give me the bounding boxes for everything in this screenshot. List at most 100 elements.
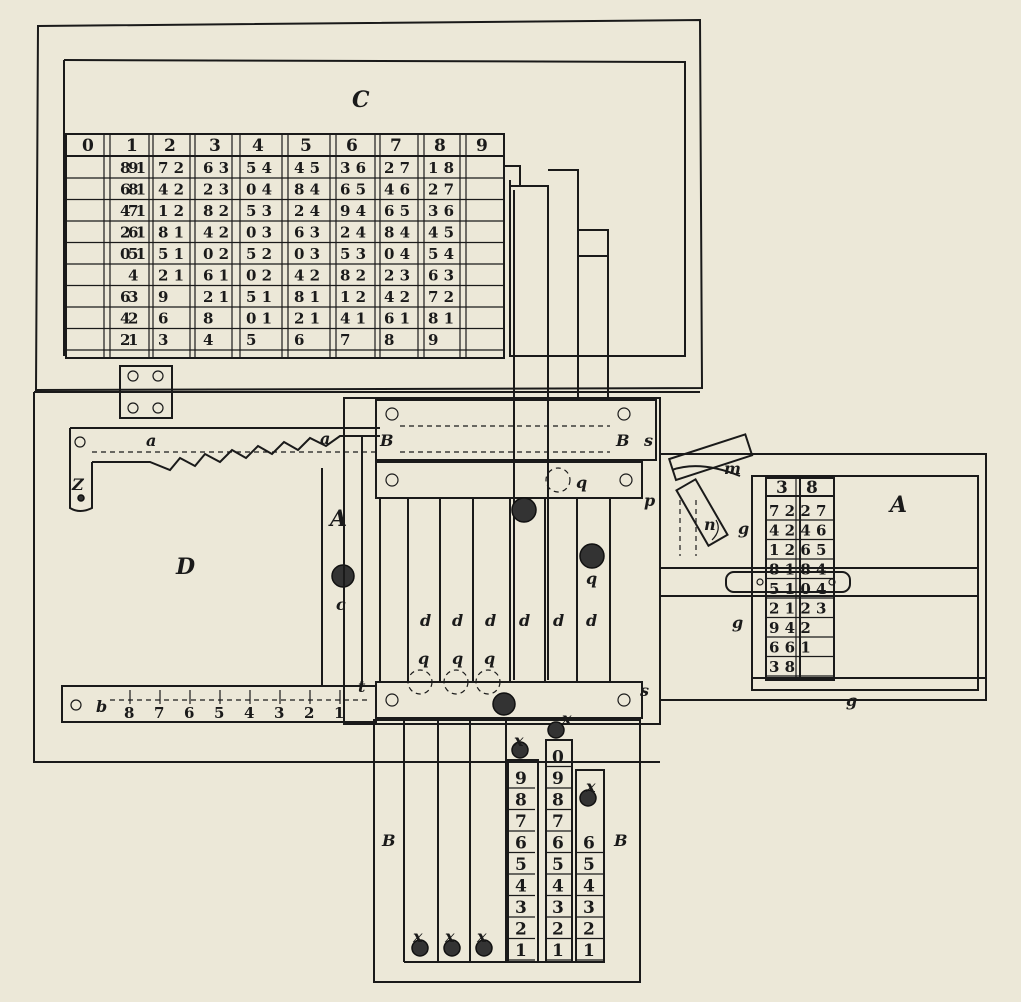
table-C-cell: 8 1	[158, 224, 184, 242]
label-d-5: d	[553, 611, 564, 630]
counter-digit: 8	[552, 791, 564, 811]
label-x-4: x	[412, 927, 423, 946]
label-A-left: A	[328, 506, 347, 532]
table-C-cell: 7	[340, 331, 350, 349]
label-t: t	[358, 677, 366, 696]
table-C-cell: 3 6	[428, 202, 454, 220]
table-C-cell: 0 4	[384, 245, 410, 263]
table-C-cell: 6 3	[294, 224, 320, 242]
table-C-cell: 6	[158, 310, 168, 328]
table-C-cell: 2 4	[294, 202, 320, 220]
label-m: m	[724, 459, 741, 478]
scale-b-digit: 1	[334, 704, 344, 722]
table-C-cell: 2 3	[384, 267, 410, 285]
table-C-cell: 4 5	[428, 224, 454, 242]
table-C-cell: 2 3	[203, 181, 229, 199]
scale-b-digit: 2	[304, 704, 314, 722]
table-C-cell: 8 1	[294, 288, 320, 306]
table-C-cell: 4 2	[294, 267, 320, 285]
table-A-row: 9 4 2	[769, 619, 811, 637]
counter-digit: 5	[515, 855, 527, 875]
counter-digit: 4	[583, 877, 595, 897]
table-C-cell: 0 1	[246, 310, 272, 328]
table-C-cell: 0 4	[246, 181, 272, 199]
table-A-row: 7 2 2 7	[769, 502, 826, 520]
label-s-bottom: s	[639, 681, 649, 700]
table-C-cell: 1 2	[158, 202, 184, 220]
table-A-row: 8 1 8 4	[769, 561, 826, 579]
counter-digit: 6	[552, 834, 564, 854]
lower-frame-B	[373, 719, 641, 983]
table-C-cell: 0 2	[246, 267, 272, 285]
rack-bar-a	[69, 427, 380, 512]
scale-b-digit: 3	[274, 704, 284, 722]
table-C-cell: 6 1	[384, 310, 410, 328]
counter-digit: 3	[583, 898, 595, 918]
label-Z: Z	[71, 475, 85, 494]
table-C-cell: 5 1	[158, 245, 184, 263]
label-d-4: d	[519, 611, 530, 630]
table-C-cell: 8 1	[120, 159, 146, 177]
label-B-top-left: B	[379, 431, 394, 450]
label-b: b	[96, 697, 107, 716]
label-g-2: g	[732, 613, 743, 632]
slide-A-left	[321, 436, 363, 686]
table-C-cell: 5	[128, 245, 138, 263]
label-d-2: d	[452, 611, 463, 630]
table-C-header: 0	[82, 136, 94, 156]
label-n: n	[704, 515, 716, 534]
label-B-bottom-left: B	[381, 831, 396, 850]
table-C-cell: 4 5	[294, 159, 320, 177]
table-C-cell: 8 2	[340, 267, 366, 285]
table-C-cell: 8 2	[203, 202, 229, 220]
table-C-cell: 8 1	[428, 310, 454, 328]
label-g-1: g	[738, 519, 749, 538]
table-C-cell: 4	[120, 310, 130, 328]
table-C-cell: 6	[120, 288, 130, 306]
label-p: p	[644, 491, 655, 510]
scale-b-digit: 6	[184, 704, 194, 722]
table-C-cell: 4	[128, 267, 138, 285]
table-C-header: 7	[390, 136, 402, 156]
table-C-cell: 6	[294, 331, 304, 349]
table-C-cell: 6	[128, 224, 138, 242]
counter-digit: 6	[515, 834, 527, 854]
table-A-header: 3	[776, 478, 788, 498]
table-C-cell: 6 5	[340, 181, 366, 199]
table-C-cell: 6 3	[428, 267, 454, 285]
counter-digit: 1	[515, 941, 527, 961]
label-B-top-right: B	[615, 431, 630, 450]
table-C-cell: 4 2	[158, 181, 184, 199]
counter-digit: 9	[515, 769, 527, 789]
counter-digit: 1	[583, 941, 595, 961]
label-D: D	[175, 554, 195, 580]
label-x-3: x	[585, 777, 596, 796]
table-C-cell: 8	[203, 310, 213, 328]
counter-digit: 3	[515, 898, 527, 918]
label-d-3: d	[485, 611, 496, 630]
table-C-cell: 0 1	[120, 245, 146, 263]
table-A-row: 3 8	[769, 658, 795, 676]
table-C-cell: 8	[128, 181, 138, 199]
table-C-cell: 6 1	[203, 267, 229, 285]
table-C-cell: 4 2	[384, 288, 410, 306]
table-C-cell: 2	[120, 331, 130, 349]
scale-b-digit: 4	[244, 704, 254, 722]
stepped-bars	[504, 165, 609, 680]
table-C-cell: 5	[246, 331, 256, 349]
table-C-cell: 2 1	[120, 224, 146, 242]
table-C-cell: 3	[128, 288, 138, 306]
table-C-header: 1	[126, 136, 138, 156]
counter-digit: 4	[552, 877, 564, 897]
table-C-header: 4	[252, 136, 264, 156]
table-C-cell: 5 4	[246, 159, 272, 177]
table-C-cell: 3	[158, 331, 168, 349]
table-C-cell: 6 5	[384, 202, 410, 220]
table-C-cell: 1	[128, 331, 138, 349]
table-A-row: 5 1 0 4	[769, 580, 826, 598]
counter-digit: 5	[552, 855, 564, 875]
table-C-cell: 9	[128, 159, 138, 177]
table-C-cell: 9	[158, 288, 168, 306]
